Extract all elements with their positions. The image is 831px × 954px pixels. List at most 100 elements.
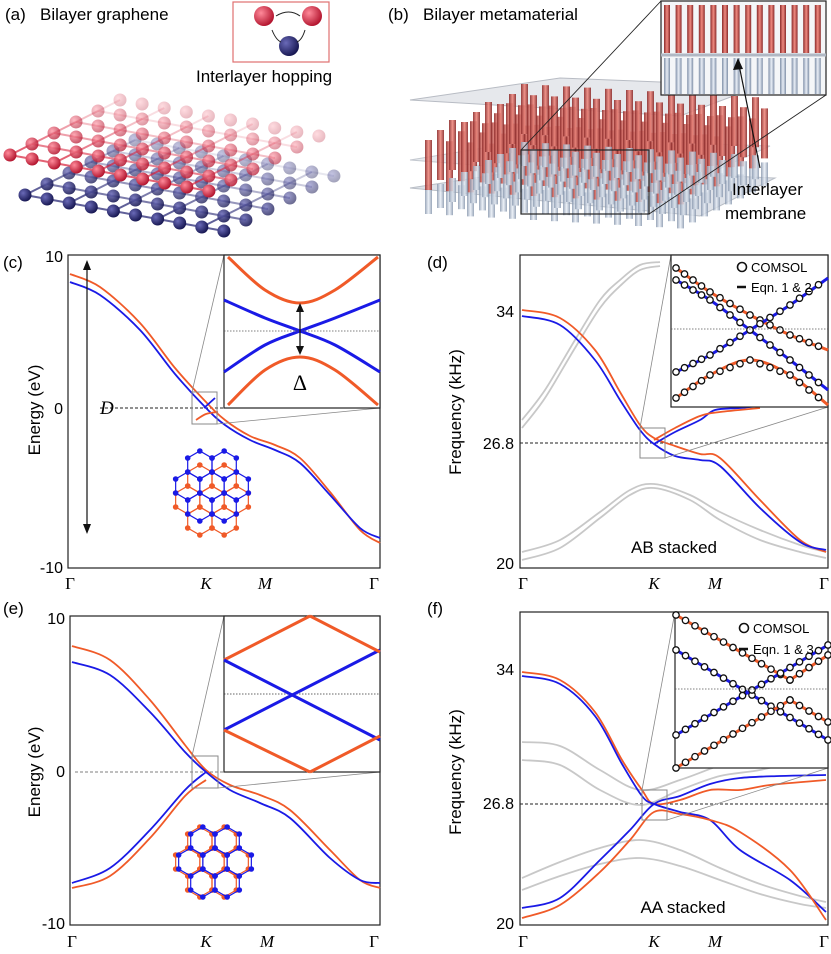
- comsol-point: [672, 611, 680, 619]
- lattice-atom: [200, 894, 206, 900]
- lattice-atom: [245, 504, 252, 510]
- atom: [129, 208, 142, 222]
- ytick-e-0: 0: [56, 764, 65, 781]
- atom: [261, 187, 275, 201]
- atom: [40, 192, 54, 206]
- panel-b-title: Bilayer metamaterial: [423, 5, 578, 24]
- atom: [239, 198, 253, 212]
- atom: [84, 200, 98, 214]
- comsol-point: [706, 371, 714, 379]
- navy-atom-icon: [279, 36, 299, 56]
- band-blue-lower: [71, 771, 207, 884]
- atom: [135, 112, 149, 126]
- atom: [158, 146, 171, 160]
- comsol-point: [814, 712, 823, 721]
- atom: [113, 93, 127, 107]
- atom: [217, 194, 231, 208]
- ytick-d-20: 20: [496, 556, 514, 573]
- zoom-line: [664, 406, 829, 459]
- comsol-point: [672, 264, 680, 272]
- comsol-point: [767, 674, 775, 683]
- arrowhead-icon: [83, 260, 91, 270]
- comsol-point: [719, 735, 728, 744]
- atom: [283, 161, 297, 175]
- xtick-e-gamma2: Γ: [369, 932, 379, 951]
- comsol-point: [795, 378, 804, 387]
- lattice-atom: [184, 511, 191, 517]
- atom: [69, 145, 83, 159]
- membrane-pointer-arrow: [737, 59, 761, 169]
- zoom-line: [666, 767, 829, 821]
- panel-e-tag: (e): [3, 599, 24, 618]
- comsol-point: [795, 658, 804, 666]
- band-orange-upper: [71, 645, 381, 889]
- atom: [47, 141, 61, 155]
- atom: [173, 216, 187, 230]
- atom: [268, 121, 282, 135]
- atom: [84, 185, 98, 199]
- xtick-e-M: M: [259, 932, 275, 951]
- atom: [91, 119, 105, 133]
- comsol-point: [736, 318, 744, 327]
- xtick-c-M: M: [257, 574, 273, 593]
- panel-b-tag: (b): [388, 5, 409, 24]
- comsol-point: [726, 338, 734, 347]
- comsol-point: [756, 333, 764, 342]
- comsol-point: [786, 301, 794, 309]
- comsol-point: [748, 654, 756, 663]
- comsol-point: [738, 691, 747, 700]
- comsol-point: [748, 686, 756, 694]
- gray-band: [521, 486, 827, 561]
- lattice-atom: [197, 448, 203, 454]
- xtick-f-gamma1: Γ: [518, 932, 528, 951]
- panel-f-inset: COMSOL Eqn. 1 & 3: [672, 611, 831, 772]
- zoom-box: [191, 755, 219, 789]
- gap-label: Δ: [293, 370, 307, 395]
- comsol-point: [786, 663, 794, 672]
- comsol-point: [681, 651, 690, 660]
- atom: [202, 169, 216, 183]
- comsol-point: [776, 326, 784, 334]
- comsol-point: [757, 680, 766, 689]
- atom: [195, 220, 209, 234]
- ytick-c-10: 10: [45, 249, 63, 266]
- lattice-atom: [221, 518, 227, 524]
- atom: [157, 116, 171, 130]
- band-blue-upper: [69, 281, 381, 539]
- lattice-atom: [200, 824, 206, 830]
- lattice-atom: [187, 831, 194, 837]
- panel-f: (f) Frequency (kHz) 34 26.8 20 Γ K M Γ A…: [427, 599, 831, 951]
- panel-a-title: Bilayer graphene: [40, 5, 169, 24]
- comsol-point: [700, 714, 709, 722]
- atom: [239, 183, 253, 197]
- band-blue-lower: [653, 401, 827, 445]
- comsol-point: [716, 344, 724, 353]
- band-orange-lower: [71, 779, 207, 889]
- comsol-point: [786, 676, 794, 684]
- legend-circle-icon: [736, 261, 748, 273]
- comsol-point: [795, 363, 804, 372]
- comsol-point: [697, 291, 706, 299]
- comsol-point: [776, 367, 784, 376]
- comsol-point: [729, 679, 737, 688]
- comsol-point: [689, 382, 697, 391]
- comsol-point: [691, 621, 699, 630]
- atom: [3, 148, 17, 162]
- band-blue-lower: [521, 774, 827, 909]
- zoom-line: [648, 94, 827, 215]
- red-atom-icon: [254, 6, 274, 26]
- atom: [283, 191, 297, 205]
- lattice-atom: [221, 448, 227, 454]
- zoom-box: [641, 789, 668, 821]
- zoom-line: [191, 615, 225, 757]
- comsol-point: [824, 718, 831, 726]
- xtick-e-gamma1: Γ: [67, 932, 77, 951]
- lattice-atom: [245, 476, 252, 482]
- atom: [217, 224, 231, 238]
- comsol-point: [814, 646, 823, 655]
- comsol-point: [767, 665, 775, 674]
- lattice-atom: [245, 490, 252, 496]
- legend-comsol: COMSOL: [751, 260, 807, 275]
- lattice-atom: [197, 490, 203, 496]
- atom: [261, 202, 275, 216]
